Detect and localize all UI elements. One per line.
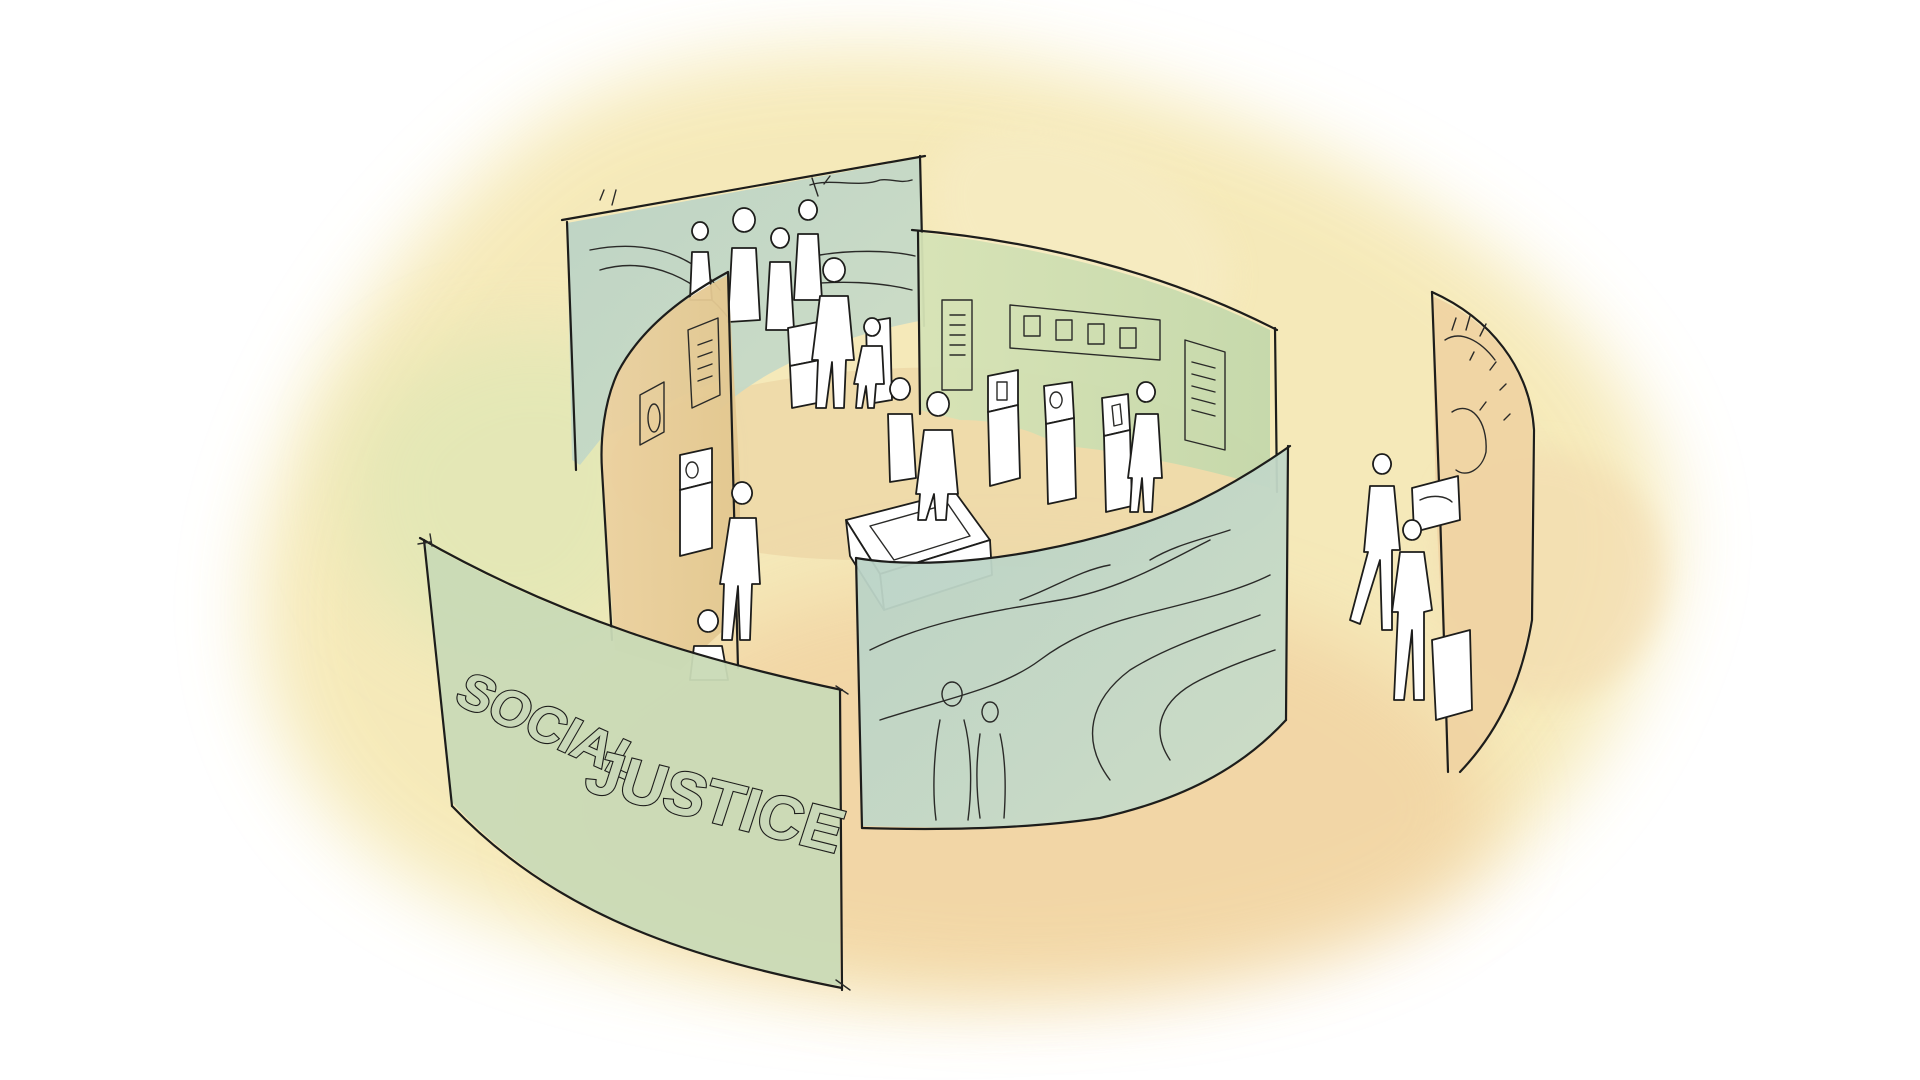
mural-figures: [689, 199, 823, 331]
display-case-left: [679, 447, 713, 557]
front-curved-panel-landscape: [854, 444, 1292, 831]
right-visitor-figures: [1349, 453, 1433, 701]
social-justice-panel: SOCIAL JUSTICE: [417, 533, 854, 992]
display-case-pedestals: [787, 317, 1133, 513]
visitor-figures: [689, 257, 1163, 681]
right-standalone-wall: [1411, 290, 1536, 774]
panel-figures: [933, 681, 1006, 821]
